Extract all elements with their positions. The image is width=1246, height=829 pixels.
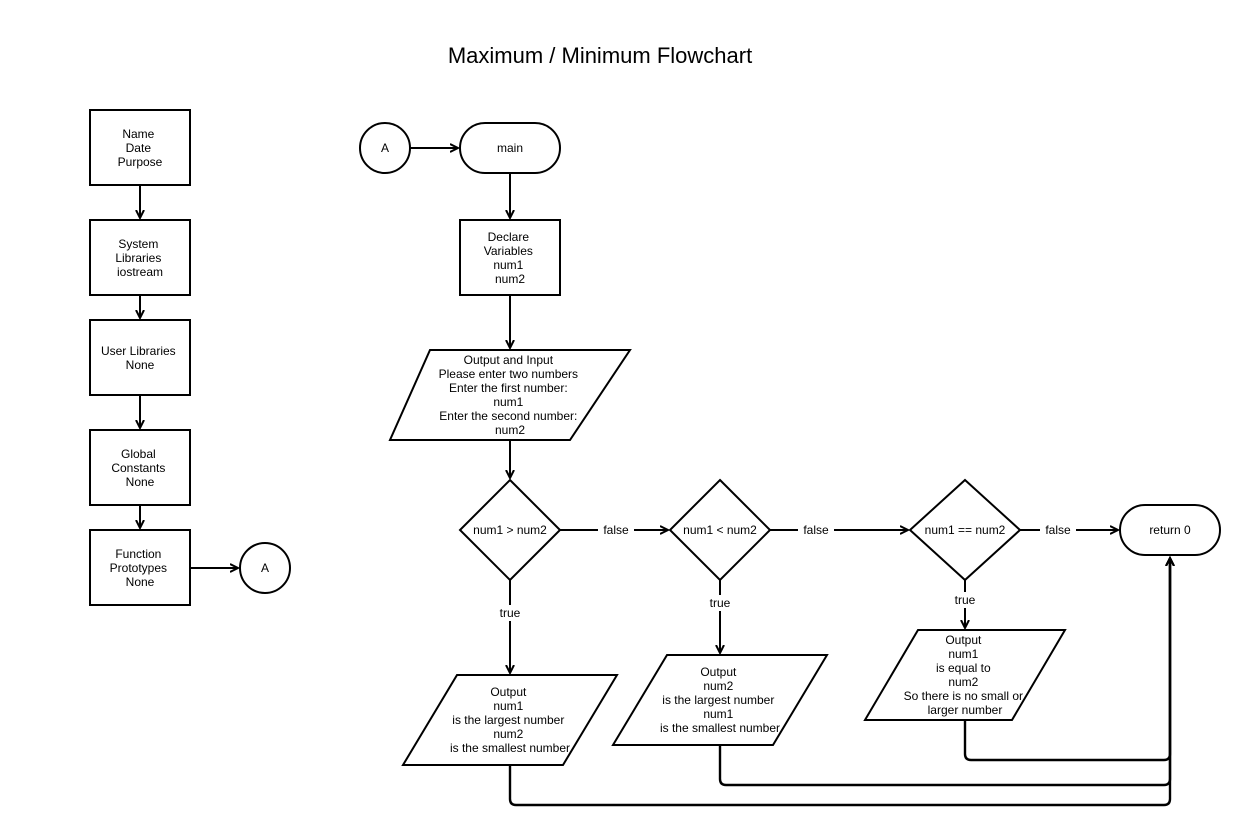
- connector-a-exit: [239, 542, 291, 594]
- decision-less-label: num1 < num2: [683, 523, 757, 537]
- output-largest-num1: [401, 674, 619, 766]
- input-output-parallelogram: [388, 349, 632, 441]
- edge-label-true-2: true: [710, 596, 731, 610]
- edge-label-false-2: false: [803, 523, 829, 537]
- edge-label-true-1: true: [500, 606, 521, 620]
- user-libraries-label: User Libraries None: [101, 344, 179, 372]
- false-label-bg-1: [598, 522, 634, 538]
- global-constants-box: [89, 429, 191, 506]
- output-largest-num2-label: Output num2 is the largest number num1 i…: [660, 665, 780, 735]
- function-prototypes-label: Function Prototypes None: [110, 547, 171, 589]
- declare-variables-label: Declare Variables num1 num2: [484, 230, 536, 286]
- header-box-label: Name Date Purpose: [118, 127, 163, 169]
- user-libraries-box: [89, 319, 191, 396]
- output-largest-num2: [611, 654, 829, 746]
- output-equal: [863, 629, 1067, 721]
- true-label-bg-3: [950, 592, 980, 608]
- arrow-output1-to-return: [508, 558, 1170, 807]
- connector-a-exit-label: A: [261, 561, 269, 575]
- edge-label-false-3: false: [1045, 523, 1071, 537]
- return-terminator-label: return 0: [1149, 523, 1191, 537]
- true-label-bg-1: [495, 605, 525, 621]
- output-equal-label: Output num1 is equal to num2 So there is…: [904, 633, 1027, 717]
- diagram-title: Maximum / Minimum Flowchart: [448, 43, 752, 68]
- edge-label-true-3: true: [955, 593, 976, 607]
- main-terminator-label: main: [497, 141, 523, 155]
- system-libraries-label: System Libraries iostream: [115, 237, 164, 279]
- return-terminator: [1119, 504, 1221, 556]
- decision-greater-label: num1 > num2: [473, 523, 547, 537]
- edge-label-false-1: false: [603, 523, 629, 537]
- false-label-bg-2: [798, 522, 834, 538]
- false-label-bg-3: [1040, 522, 1076, 538]
- global-constants-label: Global Constants None: [111, 447, 168, 489]
- header-box: [89, 109, 191, 186]
- input-output-label: Output and Input Please enter two number…: [439, 353, 582, 437]
- function-prototypes-box: [89, 529, 191, 606]
- decision-equal-label: num1 == num2: [925, 523, 1006, 537]
- output-largest-num1-label: Output num1 is the largest number num2 i…: [450, 685, 570, 755]
- true-label-bg-2: [705, 595, 735, 611]
- connector-a-entry-label: A: [381, 141, 389, 155]
